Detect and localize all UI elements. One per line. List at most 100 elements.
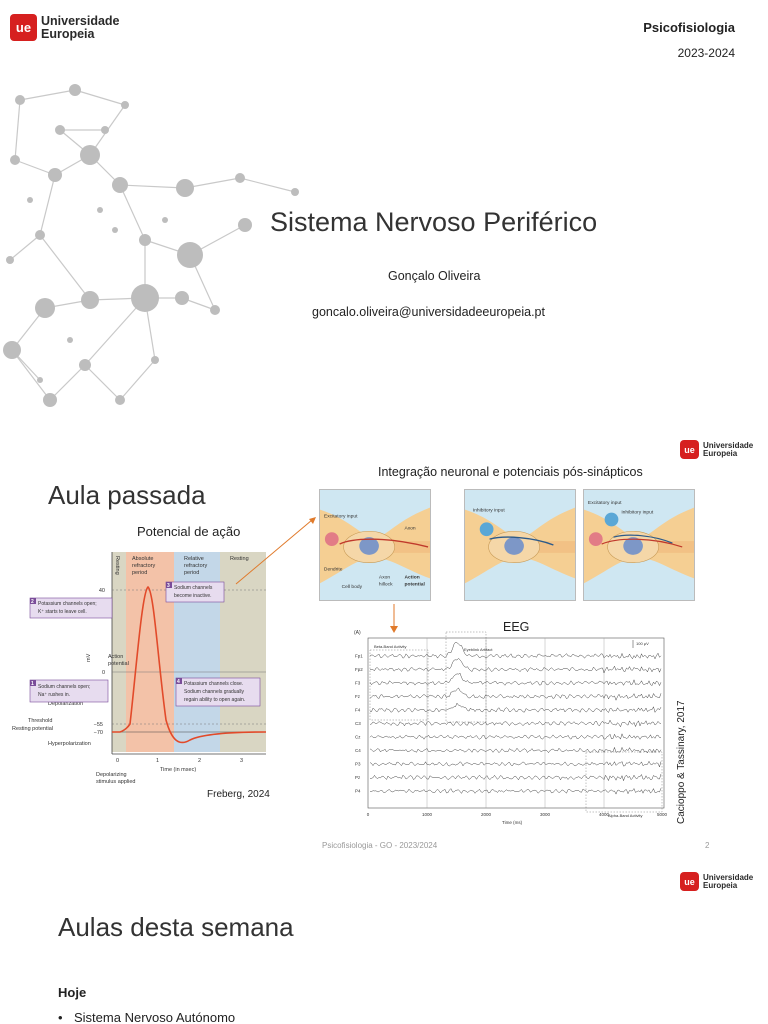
x-tick-2: 2 — [198, 758, 201, 764]
eeg-channel-label: F3 — [355, 681, 361, 686]
excitatory-input-label: Excitatory input — [588, 500, 622, 506]
hyperpolarization-label: Hyperpolarization — [48, 741, 91, 747]
logo-line1: Universidade — [703, 872, 754, 882]
svg-text:4: 4 — [177, 679, 180, 685]
author-name: Gonçalo Oliveira — [388, 269, 481, 283]
eeg-caption: EEG — [503, 620, 530, 634]
neuron-panel-combined: Excitatory input Inhibitory input — [583, 489, 695, 601]
eyeblink-label: Eyeblink Artifact — [464, 647, 493, 652]
phase-absolute-line2: refractory — [132, 563, 155, 569]
eeg-channel-label: C3 — [355, 721, 361, 726]
excitatory-input-label: Excitatory input — [324, 514, 358, 520]
presentation-title: Sistema Nervoso Periférico — [270, 207, 598, 237]
step2-line1: Potassium channels open; — [38, 601, 97, 607]
eeg-channel-label: P3 — [355, 762, 361, 767]
inhibitory-input-label: Inhibitory input — [621, 510, 654, 516]
eeg-channel-label: C4 — [355, 748, 361, 753]
academic-year: 2023-2024 — [677, 46, 735, 60]
step4-line1: Potassium channels close. — [184, 681, 243, 687]
y-tick-0: 0 — [102, 670, 105, 676]
phase-resting-label: Resting — [114, 556, 120, 575]
eeg-channel-label: P4 — [355, 789, 361, 794]
x-tick-0: 0 — [116, 758, 119, 764]
axon-label: Axon — [404, 525, 415, 531]
action-potential-line1: Action — [404, 574, 419, 580]
phase-absolute-line1: Absolute — [132, 556, 153, 562]
action-potential-label-line2: potential — [108, 661, 129, 667]
eeg-trace-fp2 — [370, 658, 662, 674]
page-number: 2 — [705, 841, 710, 850]
step3-line1: Sodium channels — [174, 585, 213, 591]
eeg-trace-p3 — [369, 760, 662, 768]
logo-line2: Europeia — [41, 26, 95, 41]
title-slide: ue Universidade Europeia Psicofisiologia… — [0, 0, 768, 432]
integration-caption: Integração neuronal e potenciais pós-sin… — [378, 465, 643, 479]
eeg-trace-f3 — [369, 672, 662, 687]
logo-line1: Universidade — [703, 440, 754, 450]
action-potential-figure: Resting Absolute refractory period Relat… — [12, 552, 267, 785]
eeg-x-axis-label: Time (ms) — [502, 820, 523, 825]
axon-hillock-line2: hillock — [379, 581, 393, 587]
phase-relative-line1: Relative — [184, 556, 204, 562]
eeg-channel-label: F4 — [355, 708, 361, 713]
ue-badge-icon: ue — [680, 440, 699, 459]
neuron-panel-excitatory: Excitatory input Axon Dendrite Cell body… — [319, 489, 431, 601]
eeg-trace-p4 — [369, 788, 662, 795]
eeg-x-tick-0: 0 — [367, 812, 370, 817]
eeg-x-tick-4000: 4000 — [599, 812, 610, 817]
eeg-trace-f4 — [369, 702, 662, 713]
step3-line2: become inactive. — [174, 593, 212, 599]
logo-line2: Europeia — [703, 448, 738, 458]
eeg-channel-label: Fz — [355, 694, 361, 699]
eeg-channel-label: Fp1 — [355, 654, 363, 659]
scale-label: 100 μV — [636, 641, 649, 646]
eeg-trace-cz — [369, 733, 662, 740]
y-axis-label: mV — [86, 653, 92, 662]
eeg-panel-label: (A) — [354, 630, 361, 636]
bullet-icon: • — [58, 1010, 63, 1024]
ue-badge-icon: ue — [680, 872, 699, 891]
step1-line2: Na⁺ rushes in. — [38, 692, 70, 698]
eeg-channel-label: Pz — [355, 775, 361, 780]
action-potential-line2: potential — [404, 581, 425, 587]
phase-resting2-label: Resting — [230, 556, 249, 562]
svg-text:1: 1 — [31, 681, 34, 687]
slide-title: Aulas desta semana — [58, 912, 294, 942]
step2-line2: K⁺ starts to leave cell. — [38, 609, 87, 615]
eeg-x-tick-5000: 5000 — [657, 812, 668, 817]
step4-line2: Sodium channels gradually — [184, 689, 245, 695]
cell-body-label: Cell body — [342, 584, 363, 590]
this-week-slide: ue Universidade Europeia Aulas desta sem… — [0, 864, 768, 1024]
eeg-channel-label: Cz — [355, 735, 361, 740]
step4-line3: regain ability to open again. — [184, 697, 245, 703]
course-name: Psicofisiologia — [643, 20, 735, 35]
action-potential-source: Freberg, 2024 — [207, 789, 270, 800]
eeg-trace-fp1 — [369, 641, 662, 660]
eeg-trace-c3 — [369, 719, 662, 728]
resting-potential-label: Resting potential — [12, 726, 53, 732]
dendrite-label: Dendrite — [324, 567, 343, 573]
x-tick-1: 1 — [156, 758, 159, 764]
last-class-slide: ue Universidade Europeia Aula passada Po… — [0, 432, 768, 864]
eeg-x-tick-1000: 1000 — [422, 812, 433, 817]
alpha-band-label: Alpha-Band Activity — [608, 813, 642, 818]
y-tick-70: −70 — [94, 730, 103, 736]
depolarization-label: Depolarization — [48, 701, 83, 707]
list-item: • Sistema Nervoso Autónomo — [58, 1010, 235, 1024]
section-subhead: Hoje — [58, 985, 87, 1000]
x-tick-3: 3 — [240, 758, 243, 764]
action-potential-label-line1: Action — [108, 654, 123, 660]
slide-title: Aula passada — [48, 480, 206, 510]
neuron-panel-inhibitory: Inhibitory input — [464, 489, 576, 601]
y-tick-40: 40 — [99, 588, 105, 594]
inhibitory-input-label: Inhibitory input — [473, 508, 506, 514]
axon-hillock-line1: Axon — [379, 574, 390, 580]
eeg-source: Cacioppo & Tassinary, 2017 — [676, 700, 687, 824]
svg-text:3: 3 — [167, 583, 170, 589]
list-item-text: Sistema Nervoso Autónomo — [74, 1010, 236, 1024]
neuron-network-graphic — [3, 84, 299, 407]
phase-relative-line3: period — [184, 570, 199, 576]
eeg-channel-label: Fp2 — [355, 667, 363, 672]
eeg-trace-fz — [369, 687, 662, 701]
x-axis-label: Time (in msec) — [160, 767, 196, 773]
